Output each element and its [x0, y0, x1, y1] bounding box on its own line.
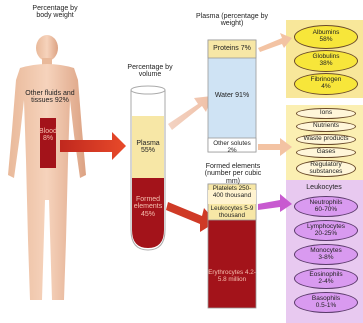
waste-products-label: Waste products: [304, 136, 349, 143]
blood-label: Blood 8%: [38, 128, 58, 143]
ions-pill: Ions: [296, 108, 356, 119]
lymphocytes-value: 20-25%: [315, 231, 337, 238]
fibrinogen-value: 4%: [321, 84, 330, 91]
tube-plasma-label: Plasma 55%: [132, 140, 164, 155]
fluids-label: Other fluids and tissues 92%: [20, 90, 80, 105]
gases-label: Gases: [317, 149, 336, 156]
nutrients-label: Nutrients: [313, 123, 339, 130]
gases-pill: Gases: [296, 147, 356, 158]
lymphocytes-pill: Lymphocytes 20-25%: [294, 220, 358, 241]
monocytes-value: 3-8%: [318, 255, 333, 262]
tube-to-plasma-arrow: [168, 96, 212, 130]
body-to-tube-arrow: [60, 132, 126, 160]
fibrinogen-pill: Fibrinogen 4%: [294, 73, 358, 95]
tube-formed-label: Formed elements 45%: [132, 196, 164, 218]
tube-title: Percentage by volume: [120, 64, 180, 79]
leukocytes-count-label: Leukocytes 5-9 thousand: [208, 206, 256, 219]
albumins-value: 58%: [319, 37, 332, 44]
waste-products-pill: Waste products: [296, 134, 356, 145]
leukocytes-title: Leukocytes: [288, 184, 360, 191]
other-solutes-label: Other solutes 2%: [208, 141, 256, 154]
globulins-pill: Globulins 38%: [294, 50, 358, 72]
test-tube: [131, 86, 165, 250]
albumins-pill: Albumins 58%: [294, 25, 358, 49]
globulins-value: 38%: [319, 61, 332, 68]
nutrients-pill: Nutrients: [296, 121, 356, 132]
erythrocytes-label: Erythrocytes 4.2-5.8 million: [208, 270, 256, 283]
formed-column: [208, 184, 256, 308]
eosinophils-value: 2-4%: [318, 279, 333, 286]
platelets-label: Platelets 250-400 thousand: [208, 186, 256, 199]
plasma-title: Plasma (percentage by weight): [196, 13, 268, 28]
ions-label: Ions: [320, 110, 332, 117]
neutrophils-value: 60-70%: [315, 207, 337, 214]
proteins-label: Proteins 7%: [208, 45, 256, 52]
eosinophils-pill: Eosinophils 2-4%: [294, 268, 358, 289]
blood-bar: [40, 118, 56, 168]
basophils-value: 0.5-1%: [316, 303, 337, 310]
basophils-pill: Basophils 0.5-1%: [294, 292, 358, 313]
water-label: Water 91%: [208, 92, 256, 99]
monocytes-pill: Monocytes 3-8%: [294, 244, 358, 265]
neutrophils-pill: Neutrophils 60-70%: [294, 196, 358, 217]
formed-title: Formed elements (number per cubic mm): [200, 163, 266, 185]
regulatory-pill: Regulatory substances: [296, 160, 356, 177]
regulatory-label: Regulatory substances: [297, 162, 355, 176]
body-title: Percentage by body weight: [26, 5, 84, 20]
